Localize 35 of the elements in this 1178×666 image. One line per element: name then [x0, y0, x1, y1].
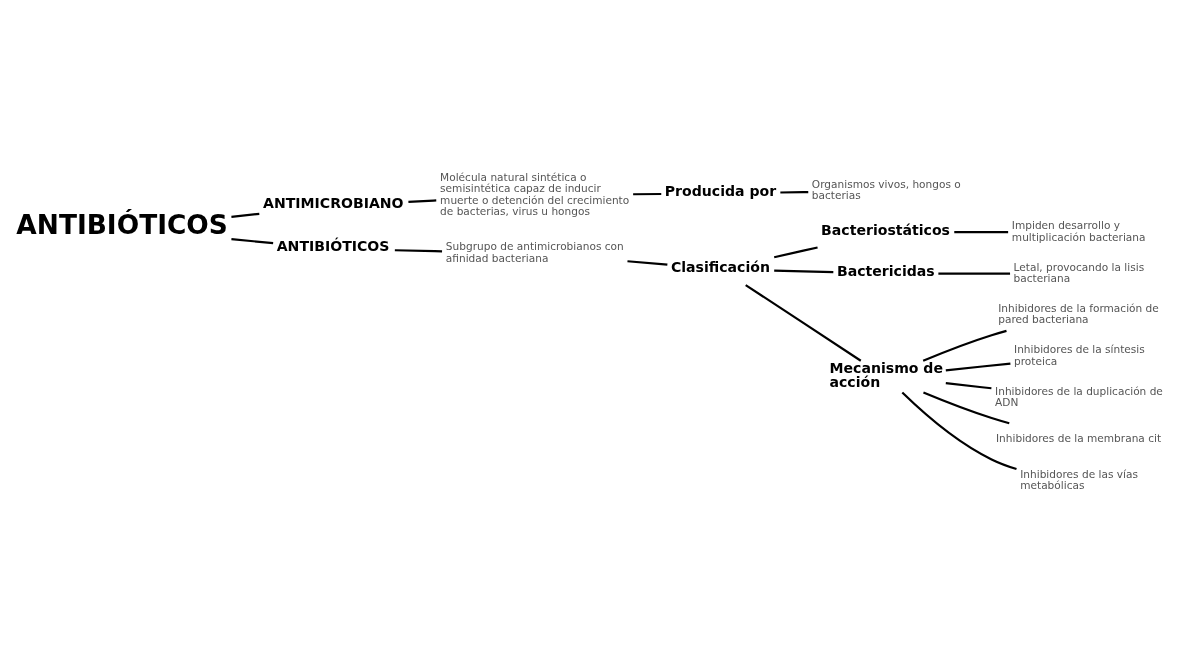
node-text: Subgrupo de antimicrobianos con afinidad bacteriana	[445, 239, 624, 264]
node-text: ANTIMICROBIANO	[263, 194, 404, 211]
node-text: Molécula natural sintética o semisintética capaz de inducir muerte o detención del crecimiento de bacterias, virus u hongos	[440, 170, 630, 217]
connector	[627, 259, 668, 266]
connector	[945, 361, 1011, 371]
connector	[633, 192, 662, 195]
node-text: Mecanismo de acción	[829, 359, 943, 390]
node-text: Inhibidores de la membrana cit	[996, 431, 1162, 444]
connector	[745, 283, 862, 362]
connector	[394, 248, 443, 252]
node-text: Inhibidores de la duplicación de ADN	[995, 384, 1163, 408]
connector	[945, 381, 992, 389]
connector	[231, 212, 260, 218]
connector	[923, 391, 1010, 424]
node-text: Bacteriostáticos	[821, 221, 950, 238]
node-text: Organismos vivos, hongos o bacterias	[811, 177, 961, 201]
connector	[922, 329, 1007, 362]
node-text: Inhibidores de la síntesis proteica	[1014, 342, 1145, 367]
node-text: Producida por	[664, 182, 777, 199]
node-text: Inhibidores de la formación de pared bacteriana	[998, 301, 1159, 325]
connector	[938, 272, 1011, 275]
connector	[774, 269, 834, 273]
connector	[901, 391, 1017, 470]
connector	[408, 198, 437, 203]
node-text: Letal, provocando la lisis bacteriana	[1013, 260, 1145, 284]
node-text: Bactericidas	[836, 262, 935, 279]
node-text: ANTIBIÓTICOS	[16, 208, 228, 240]
connector	[231, 237, 274, 244]
connector	[780, 190, 809, 194]
node-text: Inhibidores de las vías metabólicas	[1020, 467, 1138, 491]
node-text: Clasificación	[670, 258, 770, 275]
connector	[773, 245, 818, 258]
connector	[954, 230, 1009, 233]
node-text: Impiden desarrollo y multiplicación bacteriana	[1011, 218, 1146, 243]
node-text: ANTIBIÓTICOS	[276, 237, 390, 254]
